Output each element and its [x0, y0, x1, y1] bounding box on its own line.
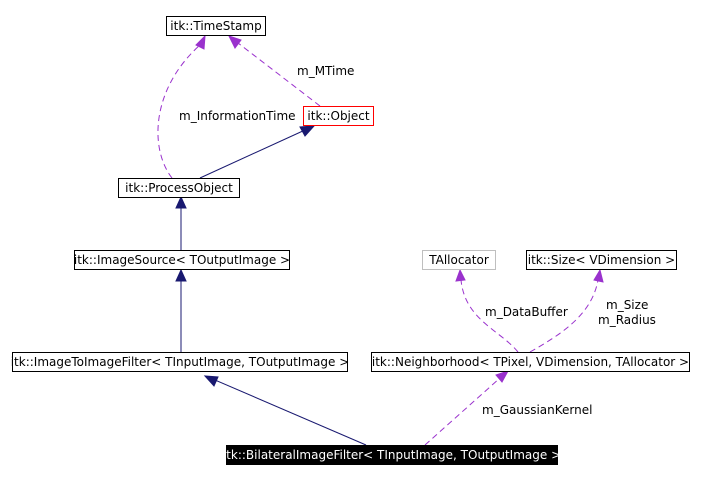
- edge-labels: m_MTime m_InformationTime m_DataBuffer m…: [179, 64, 656, 417]
- node-label: itk::BilateralImageFilter< TInputImage, …: [223, 448, 561, 462]
- arrow-head: [203, 375, 219, 387]
- node-box: [303, 106, 374, 126]
- node-label: itk::ImageSource< TOutputImage >: [74, 253, 290, 267]
- arrow-head: [195, 34, 206, 50]
- usage-edges: [157, 34, 604, 446]
- node-box: [12, 352, 348, 372]
- node-tallocator[interactable]: TAllocator: [422, 250, 496, 270]
- arrow-head: [175, 268, 187, 282]
- node-box: [166, 16, 266, 36]
- node-bilateral-image-filter: itk::BilateralImageFilter< TInputImage, …: [223, 445, 561, 465]
- label-m-data-buffer: m_DataBuffer: [485, 305, 568, 319]
- arrow-head: [175, 195, 187, 209]
- node-timestamp[interactable]: itk::TimeStamp: [166, 16, 266, 36]
- node-box: [422, 250, 496, 270]
- arrow-head: [228, 35, 242, 49]
- inheritance-edges: [175, 125, 367, 446]
- node-neighborhood[interactable]: itk::Neighborhood< TPixel, VDimension, T…: [371, 352, 690, 372]
- edge-bilateral-to-imagetoimage: [214, 379, 367, 446]
- node-label: itk::Object: [307, 109, 369, 123]
- node-label: itk::ImageToImageFilter< TInputImage, TO…: [11, 355, 350, 369]
- node-process-object[interactable]: itk::ProcessObject: [118, 178, 240, 198]
- node-box: [118, 178, 240, 198]
- arrow-head: [593, 268, 604, 283]
- node-label: TAllocator: [428, 253, 489, 267]
- edge-neighborhood-uses-size: [529, 279, 599, 353]
- node-size[interactable]: itk::Size< VDimension >: [526, 250, 677, 270]
- node-label: itk::Neighborhood< TPixel, VDimension, T…: [372, 355, 689, 369]
- node-label: itk::ProcessObject: [125, 181, 233, 195]
- label-m-radius: m_Radius: [598, 313, 656, 327]
- label-m-size: m_Size: [606, 298, 648, 312]
- edge-processobject-to-object: [199, 129, 306, 179]
- node-box: [74, 250, 290, 270]
- node-box: [371, 352, 690, 372]
- arrow-head: [495, 370, 510, 383]
- node-label: itk::TimeStamp: [170, 19, 261, 33]
- arrow-head: [299, 125, 316, 137]
- label-m-information-time: m_InformationTime: [179, 109, 296, 123]
- node-image-source[interactable]: itk::ImageSource< TOutputImage >: [74, 250, 290, 270]
- label-m-gaussian-kernel: m_GaussianKernel: [482, 403, 592, 417]
- node-label: itk::Size< VDimension >: [528, 253, 675, 267]
- node-image-to-image-filter[interactable]: itk::ImageToImageFilter< TInputImage, TO…: [11, 352, 350, 372]
- label-m-mtime: m_MTime: [297, 64, 354, 78]
- edge-neighborhood-uses-tallocator: [460, 279, 519, 353]
- node-box: [226, 445, 558, 465]
- node-box: [526, 250, 677, 270]
- edge-processobject-uses-timestamp: [157, 44, 201, 179]
- edge-object-uses-timestamp: [237, 42, 321, 107]
- arrow-head: [455, 268, 466, 282]
- node-object[interactable]: itk::Object: [303, 106, 374, 126]
- edge-bilateral-uses-neighborhood: [424, 377, 501, 446]
